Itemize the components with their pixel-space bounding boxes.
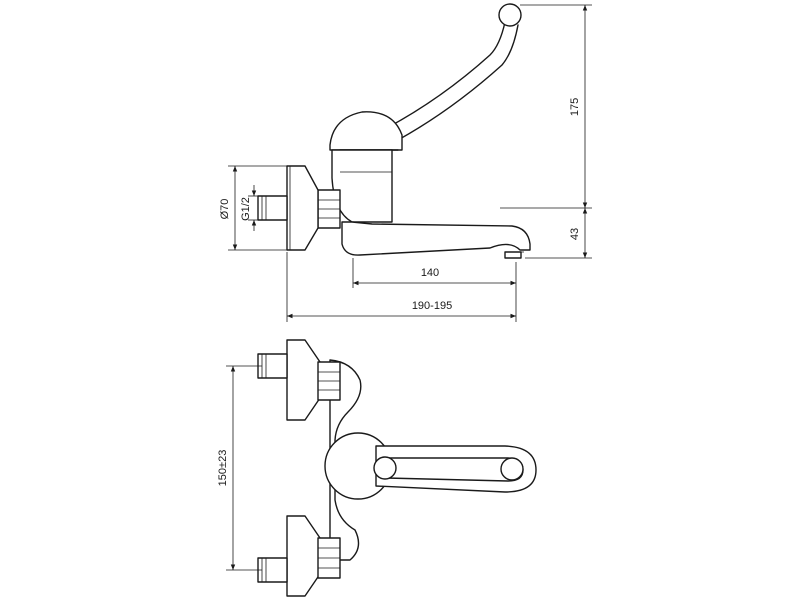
dimension-thread-label: G1/2 xyxy=(240,197,252,221)
handle-dome xyxy=(329,111,403,151)
dimension-43-label: 43 xyxy=(569,228,581,240)
dimension-190-195: 190-195 xyxy=(286,252,516,322)
front-view: 150±23 xyxy=(217,339,537,597)
dimension-dia70: Ø70 xyxy=(219,165,292,251)
connection-nut xyxy=(317,189,341,229)
dimension-190-195-label: 190-195 xyxy=(412,300,452,312)
dimension-dia70-label: Ø70 xyxy=(219,199,231,220)
mixer-body xyxy=(331,149,393,223)
dimension-175: 175 xyxy=(500,4,592,209)
lever-handle xyxy=(382,3,522,141)
front-lever xyxy=(373,445,537,493)
wall-rosette xyxy=(286,165,319,251)
dimension-140: 140 xyxy=(352,258,517,322)
dimension-140-label: 140 xyxy=(421,267,439,279)
front-body xyxy=(329,359,362,561)
upper-rosette xyxy=(286,339,321,421)
lower-nut xyxy=(317,537,341,579)
dimension-175-label: 175 xyxy=(569,98,581,116)
lower-rosette xyxy=(286,515,321,597)
dimension-thread: G1/2 xyxy=(240,185,262,231)
dimension-43: 43 xyxy=(525,208,592,259)
dimension-centres: 150±23 xyxy=(217,365,262,571)
upper-nut xyxy=(317,361,341,401)
spout xyxy=(341,221,531,256)
s-union-stub xyxy=(257,195,288,221)
side-view: 175 43 140 190-195 Ø70 xyxy=(219,3,592,322)
dimension-centres-label: 150±23 xyxy=(217,450,229,487)
lower-stub xyxy=(257,557,288,583)
upper-stub xyxy=(257,353,288,379)
